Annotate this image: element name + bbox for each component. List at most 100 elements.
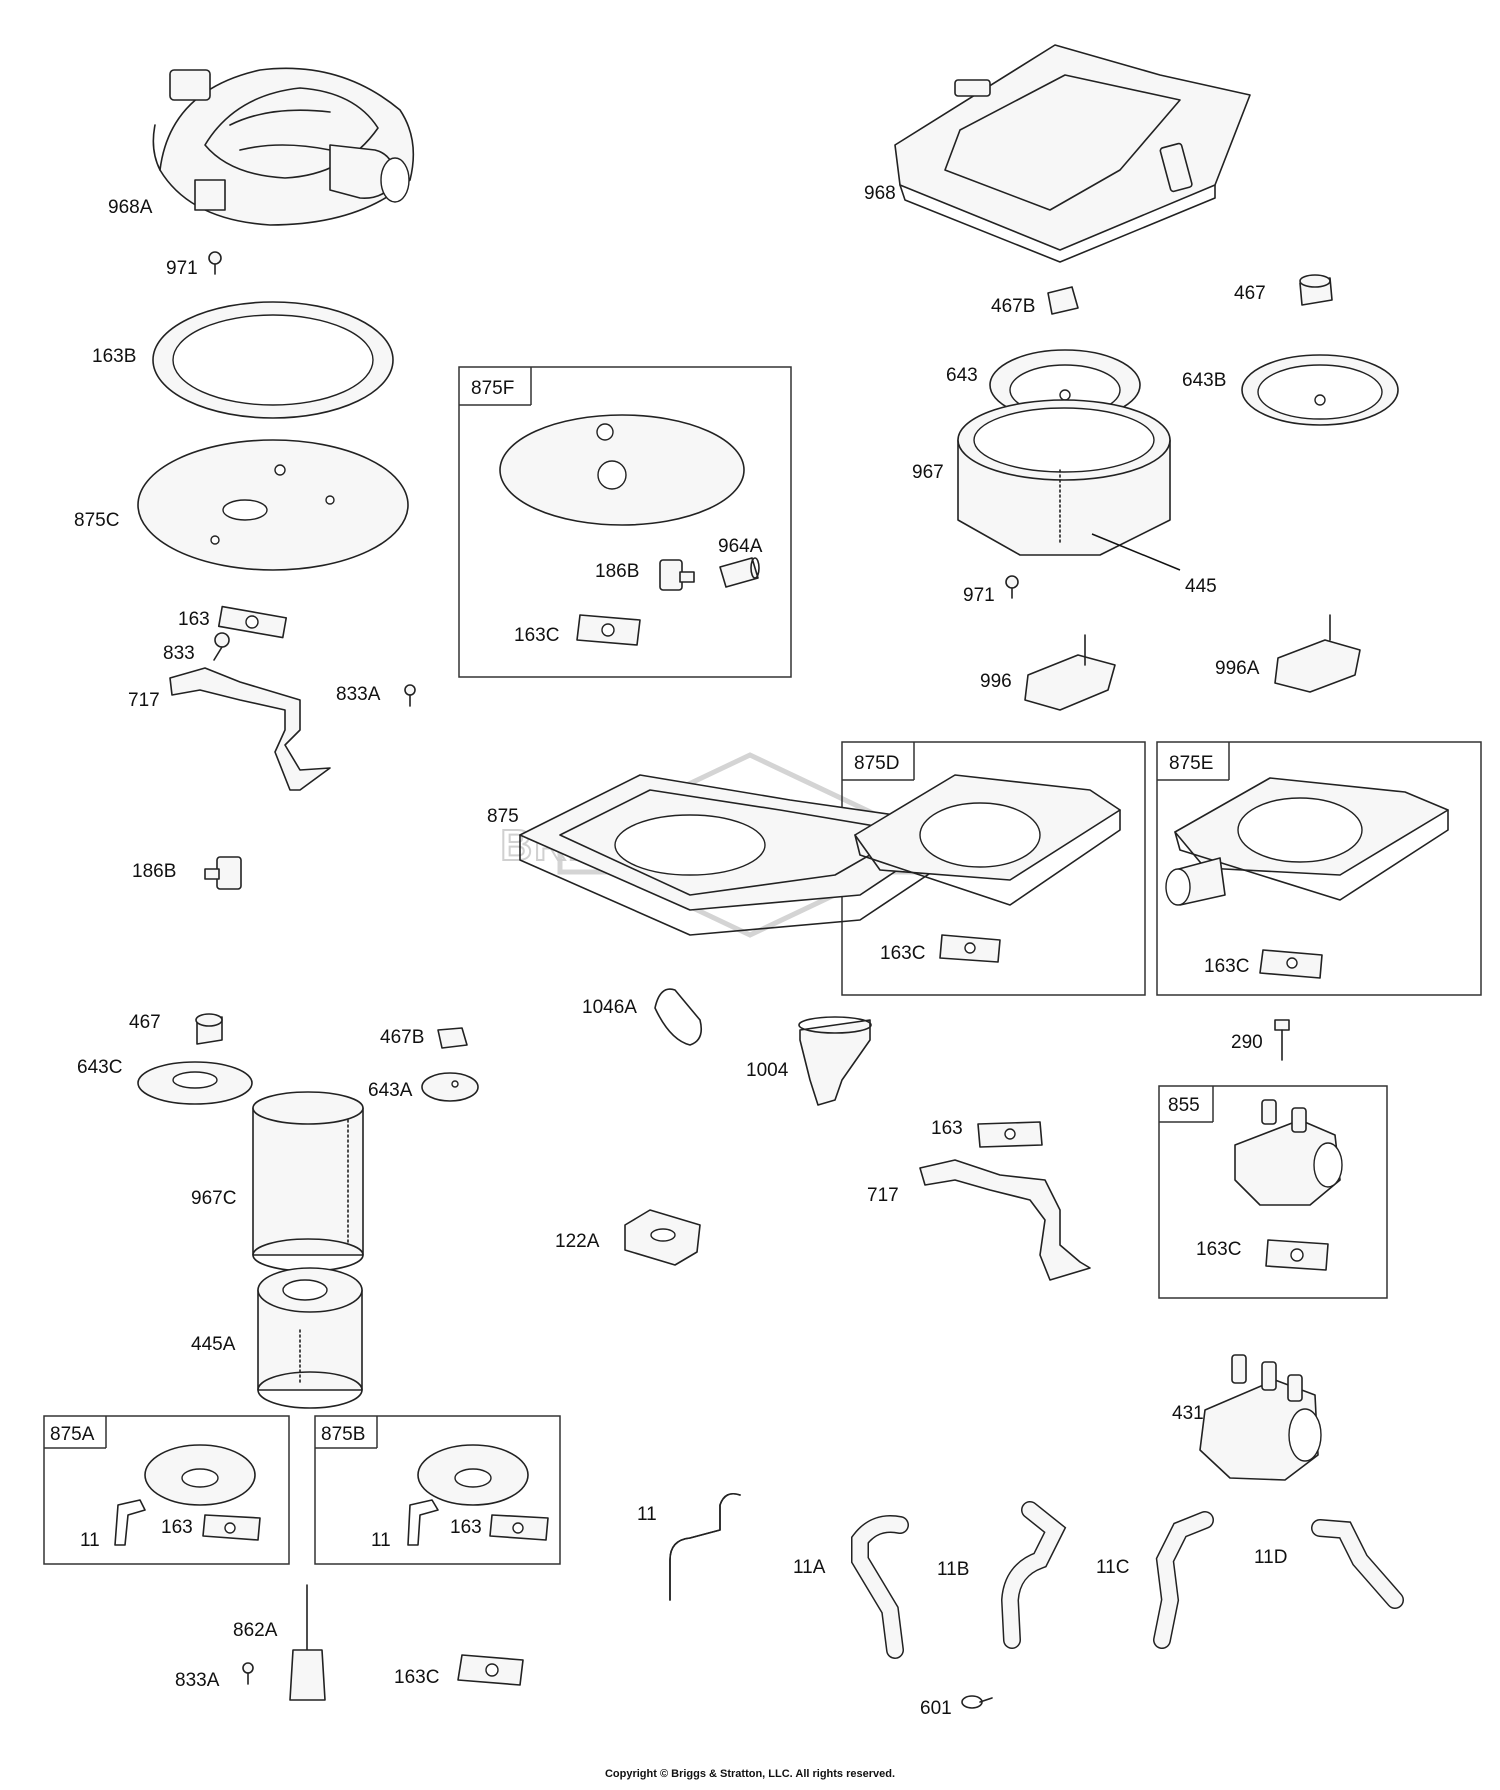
box-875D: 875D xyxy=(841,741,1146,996)
leader-445 xyxy=(1091,533,1181,571)
part-875D-base xyxy=(854,774,1121,906)
part-968A-housing xyxy=(152,67,415,226)
part-967C-precleaner xyxy=(252,1091,364,1272)
callout-467B: 467B xyxy=(991,296,1035,317)
part-163C-gasket-855 xyxy=(1265,1239,1329,1271)
callout-996: 996 xyxy=(980,671,1012,692)
copyright-notice: Copyright © Briggs & Stratton, LLC. All … xyxy=(604,1768,896,1780)
box-label-875F: 875F xyxy=(471,378,514,399)
part-643C-cover xyxy=(137,1061,253,1105)
callout-967C: 967C xyxy=(191,1188,236,1209)
part-11-hose-center xyxy=(669,1492,741,1601)
part-964A-sleeve xyxy=(719,557,760,588)
callout-290: 290 xyxy=(1231,1032,1263,1053)
part-833-bolt xyxy=(213,632,230,661)
callout-643A: 643A xyxy=(368,1080,413,1101)
part-862A-stud xyxy=(289,1584,326,1701)
part-968-cover xyxy=(894,44,1251,263)
part-11B-hose xyxy=(1000,1501,1067,1649)
box-875B: 875B xyxy=(314,1415,561,1565)
part-717-bracket-left xyxy=(169,667,331,791)
part-875C-plate xyxy=(137,439,409,571)
callout-467: 467 xyxy=(129,1012,161,1033)
callout-186B: 186B xyxy=(132,861,176,882)
box-875F: 875F xyxy=(458,366,792,678)
box-875A: 875A xyxy=(43,1415,290,1565)
callout-717: 717 xyxy=(128,690,160,711)
callout-431: 431 xyxy=(1172,1403,1204,1424)
callout-163: 163 xyxy=(931,1118,963,1139)
part-467B-knob-left xyxy=(437,1027,468,1049)
callout-875: 875 xyxy=(487,806,519,827)
callout-11C: 11C xyxy=(1096,1557,1129,1578)
part-163C-gasket-bottom xyxy=(457,1654,524,1686)
part-467B-knob-right xyxy=(1047,286,1079,315)
part-163-gasket-right xyxy=(977,1121,1043,1148)
callout-968: 968 xyxy=(864,183,896,204)
part-996-bracket xyxy=(1024,634,1116,711)
callout-643B: 643B xyxy=(1182,370,1226,391)
callout-968A: 968A xyxy=(108,197,153,218)
part-855-carburetor xyxy=(1234,1099,1343,1206)
part-163-gasket-875A xyxy=(202,1514,261,1541)
part-163C-gasket-875F xyxy=(576,614,641,646)
part-996A-bracket xyxy=(1274,614,1361,693)
part-875A-base xyxy=(144,1444,256,1506)
callout-163C: 163C xyxy=(880,943,925,964)
callout-11: 11 xyxy=(637,1504,657,1525)
callout-833A: 833A xyxy=(336,684,381,705)
callout-11: 11 xyxy=(80,1530,100,1551)
part-875B-base xyxy=(417,1444,529,1506)
part-601-clamp xyxy=(961,1695,993,1709)
callout-163B: 163B xyxy=(92,346,136,367)
part-1004-duct xyxy=(798,1016,872,1106)
part-11C-hose xyxy=(1153,1511,1214,1649)
part-445A-cartridge xyxy=(257,1267,363,1409)
part-971-screw-left xyxy=(208,251,222,275)
part-186B-fitting-left xyxy=(204,856,242,890)
callout-186B: 186B xyxy=(595,561,639,582)
part-967-precleaner xyxy=(957,399,1171,556)
part-186B-fitting-875F xyxy=(659,559,695,591)
callout-163C: 163C xyxy=(1204,956,1249,977)
part-11D-hose xyxy=(1311,1519,1404,1609)
part-11A-hose xyxy=(851,1515,909,1659)
callout-862A: 862A xyxy=(233,1620,278,1641)
part-122A-spacer xyxy=(624,1209,701,1266)
box-label-875D: 875D xyxy=(854,753,899,774)
callout-717: 717 xyxy=(867,1185,899,1206)
part-431-carburetor xyxy=(1199,1354,1322,1481)
callout-163: 163 xyxy=(450,1517,482,1538)
part-643B-cover xyxy=(1241,354,1399,426)
callout-11A: 11A xyxy=(793,1557,826,1578)
callout-643: 643 xyxy=(946,365,978,386)
part-290-bolt xyxy=(1274,1019,1290,1061)
part-163-gasket-875B xyxy=(489,1514,549,1541)
part-875F-plate xyxy=(499,414,745,526)
part-467-knob-left xyxy=(195,1013,223,1045)
callout-971: 971 xyxy=(166,258,198,279)
callout-643C: 643C xyxy=(77,1057,122,1078)
callout-163: 163 xyxy=(161,1517,193,1538)
callout-163C: 163C xyxy=(394,1667,439,1688)
callout-163C: 163C xyxy=(514,625,559,646)
callout-11: 11 xyxy=(371,1530,391,1551)
callout-445A: 445A xyxy=(191,1334,236,1355)
callout-11B: 11B xyxy=(937,1559,969,1580)
callout-445: 445 xyxy=(1185,576,1217,597)
part-11-elbow-a xyxy=(114,1499,146,1546)
part-163-gasket-left xyxy=(217,605,288,639)
part-163C-gasket-875E xyxy=(1259,949,1323,979)
callout-601: 601 xyxy=(920,1698,952,1719)
callout-971: 971 xyxy=(963,585,995,606)
box-875E: 875E xyxy=(1156,741,1482,996)
part-163B-gasket xyxy=(152,301,394,419)
callout-467B: 467B xyxy=(380,1027,424,1048)
part-875E-base xyxy=(1165,777,1449,906)
callout-1004: 1004 xyxy=(746,1060,789,1081)
part-163C-gasket-875D xyxy=(939,934,1001,963)
box-label-875A: 875A xyxy=(50,1424,95,1445)
part-875-base xyxy=(519,774,966,936)
box-label-875B: 875B xyxy=(321,1424,365,1445)
callout-163C: 163C xyxy=(1196,1239,1241,1260)
